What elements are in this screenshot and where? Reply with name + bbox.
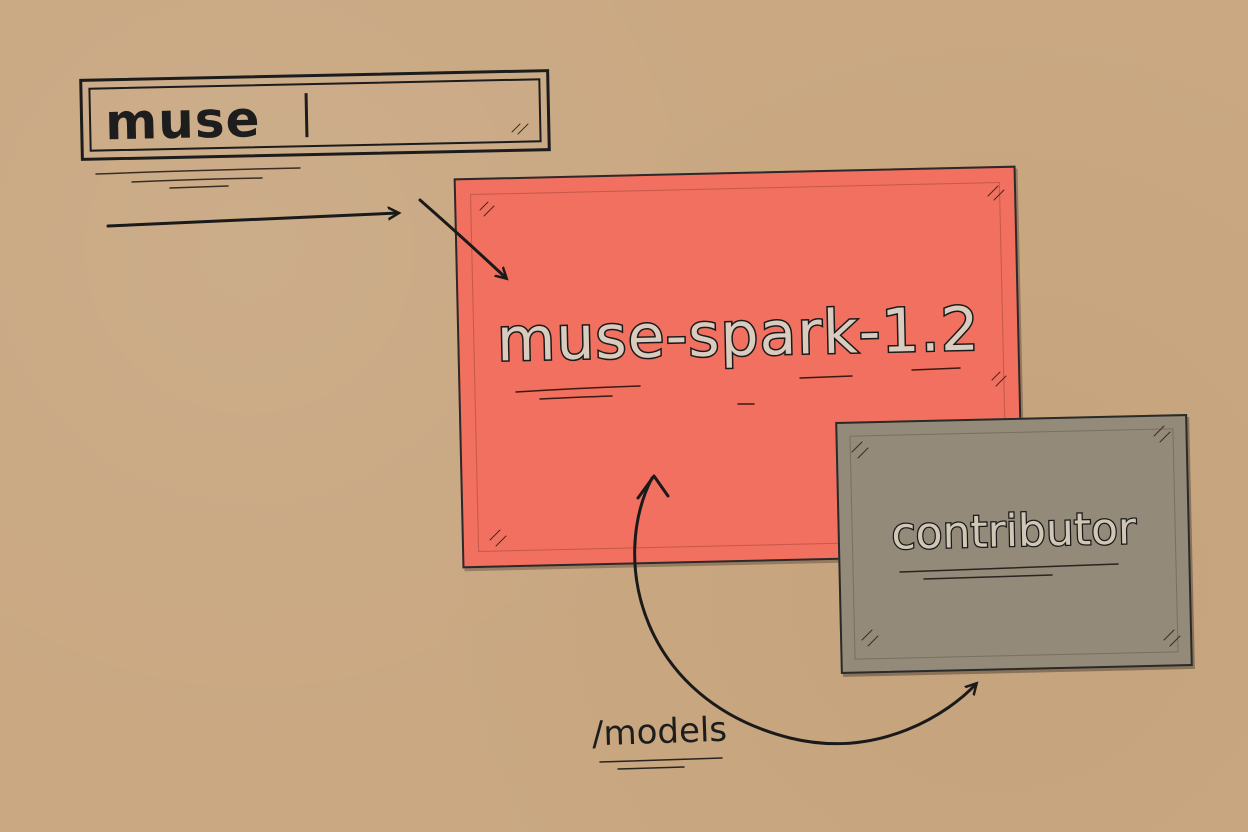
models-path-label: /models	[591, 709, 728, 755]
search-input-value: muse	[104, 90, 262, 152]
model-name: muse-spark-1.2	[495, 293, 982, 377]
contributor-label: contributor	[890, 502, 1138, 561]
contributor-card[interactable]: contributor	[835, 414, 1193, 674]
search-input[interactable]: muse	[79, 69, 551, 161]
